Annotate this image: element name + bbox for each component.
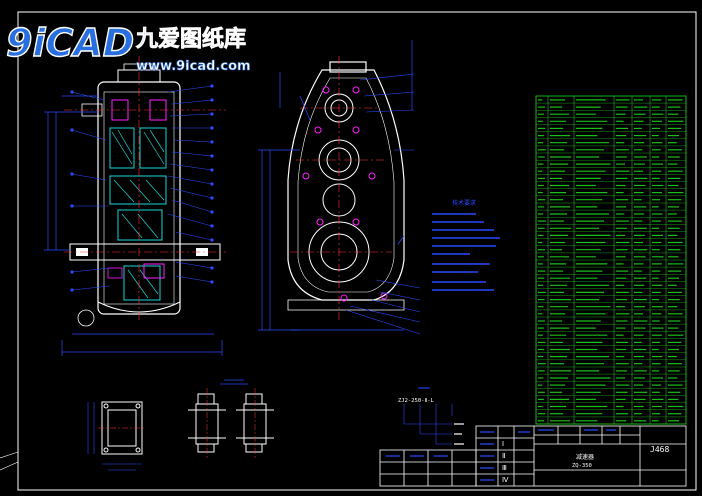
formula-leaders [403, 404, 453, 445]
title-block [379, 425, 687, 487]
front-section-view [64, 56, 226, 327]
side-view-housing [287, 61, 405, 311]
detail-section-label [220, 379, 248, 385]
svg-text:Ⅳ: Ⅳ [502, 476, 509, 484]
left-edge-tick [0, 451, 19, 459]
title-block-fills [386, 429, 616, 481]
front-view-leaders [71, 85, 213, 291]
title-block-roman-numerals: Ⅰ Ⅱ Ⅲ Ⅳ [502, 440, 509, 484]
side-view-leaders [345, 73, 421, 335]
side-view-center-lines [290, 56, 392, 320]
left-edge-tick [0, 461, 19, 471]
bom-table [535, 95, 687, 425]
foot-plan-dimensions [87, 402, 142, 471]
formula-label: ZJ2-250-Ⅱ-L [398, 398, 435, 404]
part-name: 减速器 [576, 453, 594, 461]
part-code: ZQ-350 [572, 463, 592, 469]
formula-notes [454, 423, 464, 445]
notes-heading: 技术要求 [452, 199, 476, 207]
watermark-logo: 9iCAD [5, 20, 135, 65]
side-view-dimensions [258, 40, 413, 331]
side-view-bolts [302, 86, 388, 302]
front-view-dimensions [44, 95, 223, 356]
front-view-balloons [70, 84, 214, 292]
svg-text:9iCAD: 9iCAD [6, 21, 134, 65]
watermark-site-name: 九爱图纸库 [135, 26, 246, 52]
technical-notes [432, 213, 500, 291]
svg-text:Ⅱ: Ⅱ [502, 452, 505, 460]
drawing-frame [17, 11, 697, 491]
drawing-number: J468 [650, 445, 669, 454]
watermark-url: www.9icad.com [136, 59, 251, 74]
svg-text:Ⅰ: Ⅰ [502, 440, 504, 448]
svg-text:Ⅲ: Ⅲ [502, 464, 507, 472]
foot-section-center-lines [98, 388, 256, 458]
